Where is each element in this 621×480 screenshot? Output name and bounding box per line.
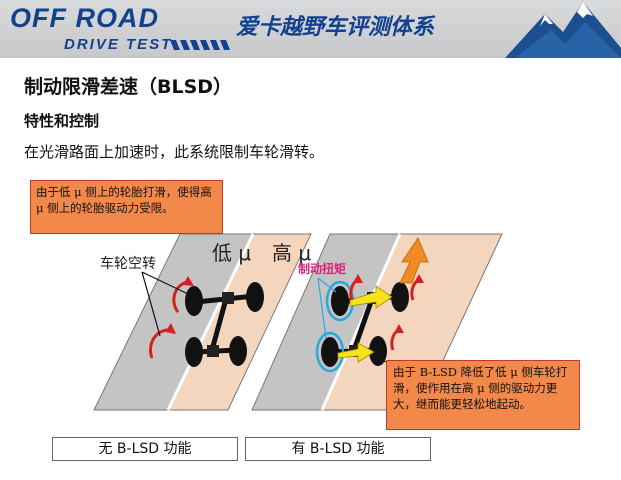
section-subtitle: 特性和控制: [24, 112, 100, 130]
left-wheels: [185, 282, 264, 367]
mountain-logo-icon: [505, 2, 621, 58]
right-wheels: [315, 280, 409, 373]
label-wheel-spin: 车轮空转: [100, 256, 156, 272]
brand-chinese-title: 爱卡越野车评测体系: [236, 15, 435, 40]
page-title: 制动限滑差速（BLSD）: [24, 76, 233, 98]
callout-without-blsd: 由于低 μ 侧上的轮胎打滑，使得高 μ 侧上的轮胎驱动力受限。: [30, 180, 223, 234]
callout-with-blsd: 由于 B-LSD 降低了低 μ 侧车轮打滑，使作用在高 μ 侧的驱动力更大，继而…: [386, 360, 580, 430]
label-high-mu: 高 μ: [272, 241, 312, 265]
tire-tread-icon: [170, 40, 230, 50]
label-low-mu: 低 μ: [212, 241, 252, 265]
drive-arrow-front: [349, 285, 393, 309]
drive-arrow-rear: [337, 342, 375, 363]
description-text: 在光滑路面上加速时，此系统限制车轮滑转。: [24, 143, 325, 161]
brand-line-2: DRIVE TEST: [64, 36, 173, 53]
caption-without-blsd: 无 B-LSD 功能: [52, 437, 238, 461]
caption-with-blsd: 有 B-LSD 功能: [245, 437, 431, 461]
header-banner: OFF ROAD DRIVE TEST 爱卡越野车评测体系: [0, 0, 621, 58]
brand-line-1: OFF ROAD: [10, 3, 159, 33]
forward-arrow: [399, 237, 429, 284]
label-brake-torque: 制动扭矩: [298, 262, 347, 276]
left-spin-arrow-rear: [149, 328, 171, 359]
